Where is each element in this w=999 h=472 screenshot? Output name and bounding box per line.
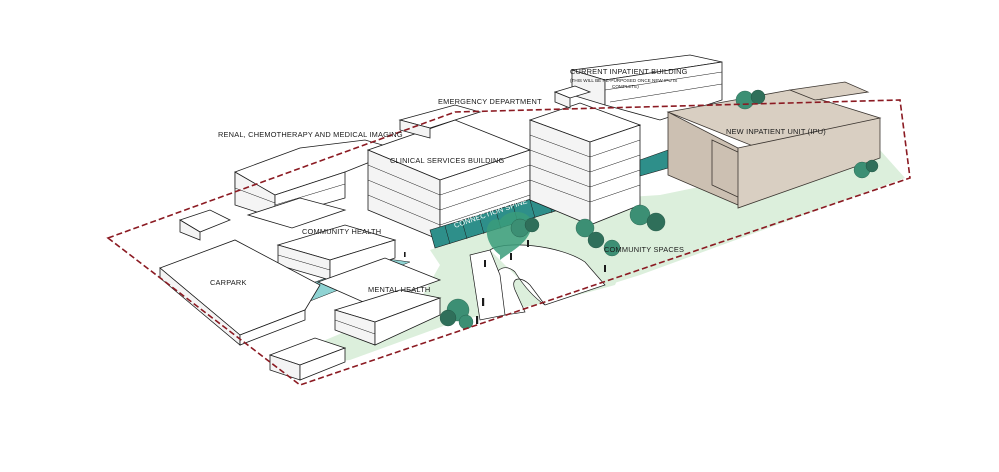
- community-health-building: [246, 197, 397, 281]
- label-current-inpatient: CURRENT INPATIENT BUILDING: [570, 67, 688, 76]
- trees: [439, 89, 879, 330]
- label-current-inpatient-note-1: (THIS WILL BE RE-PURPOSED ONCE NEW IPU I…: [570, 78, 677, 83]
- clinical-services-building: [366, 119, 532, 241]
- label-current-inpatient-note-2: COMPLETE): [612, 84, 639, 89]
- pathway: [469, 244, 606, 321]
- mental-health-building: [316, 257, 442, 346]
- label-community-spaces: COMMUNITY SPACES: [604, 245, 684, 254]
- carpark-building: [159, 209, 347, 381]
- label-carpark: CARPARK: [210, 278, 247, 287]
- label-emergency: EMERGENCY DEPARTMENT: [438, 97, 542, 106]
- people: [404, 240, 606, 324]
- label-community-health: COMMUNITY HEALTH: [302, 227, 381, 236]
- label-renal: RENAL, CHEMOTHERAPY AND MEDICAL IMAGING: [218, 130, 403, 139]
- label-new-ipu: NEW INPATIENT UNIT (IPU): [726, 127, 826, 136]
- emergency-building: [398, 104, 482, 139]
- site-boundary: [106, 99, 911, 386]
- label-mental-health: MENTAL HEALTH: [368, 285, 430, 294]
- ipu-link-bridge: [639, 149, 669, 177]
- label-clinical-services: CLINICAL SERVICES BUILDING: [390, 156, 505, 165]
